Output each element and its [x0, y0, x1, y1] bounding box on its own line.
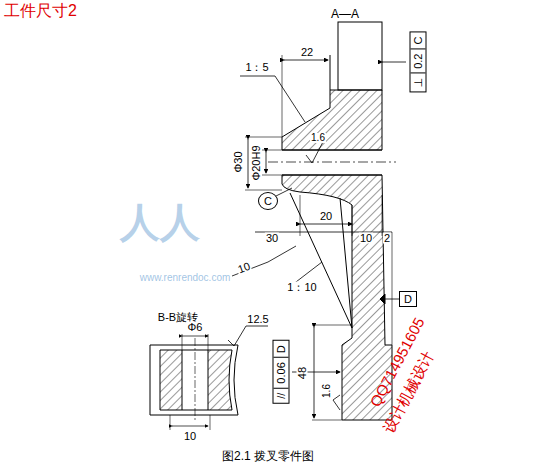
frame-cell-text: 0.06	[274, 358, 289, 388]
dimension: 48	[297, 366, 308, 380]
dimension: Φ20H9	[251, 144, 262, 181]
roughness-value: 1.6	[310, 133, 326, 143]
frame-cell-text: ⊥	[411, 74, 426, 92]
frame-cell-text: C	[411, 33, 426, 50]
taper-ratio: 1：5	[244, 62, 269, 73]
dimension: 20	[319, 211, 333, 222]
frame-cell-text: D	[274, 341, 289, 358]
roughness-value: 12.5	[246, 314, 269, 325]
dimension: 10	[235, 260, 252, 275]
watermark: 人人	[120, 202, 200, 242]
frame-cell-text: //	[274, 389, 289, 403]
datum-box: D	[399, 291, 417, 307]
dimension: Φ30	[233, 150, 244, 173]
watermark: www.renrendoc.com	[140, 273, 231, 283]
datum-circle: C	[258, 192, 278, 210]
dimension: 10	[183, 431, 197, 442]
tolerance-frame: //0.06D	[273, 340, 290, 404]
frame-cell-text: 0.2	[411, 50, 426, 74]
frame-cell-text: C	[264, 195, 272, 207]
tolerance-frame: ⊥0.2C	[410, 32, 427, 93]
dimension: 30	[265, 233, 279, 244]
dimension: 22	[300, 47, 314, 58]
frame-cell-text: D	[404, 293, 412, 305]
dimension: 2	[383, 233, 391, 244]
dimension: Φ6	[187, 322, 204, 333]
roughness-value: 1.6	[322, 383, 332, 399]
drawing-title: 工件尺寸2	[4, 3, 77, 19]
figure-caption: 图2.1 拨叉零件图	[222, 450, 314, 462]
dimension: 10	[359, 233, 373, 244]
section-label: A—A	[330, 8, 360, 20]
taper-ratio: 1：10	[286, 282, 317, 293]
